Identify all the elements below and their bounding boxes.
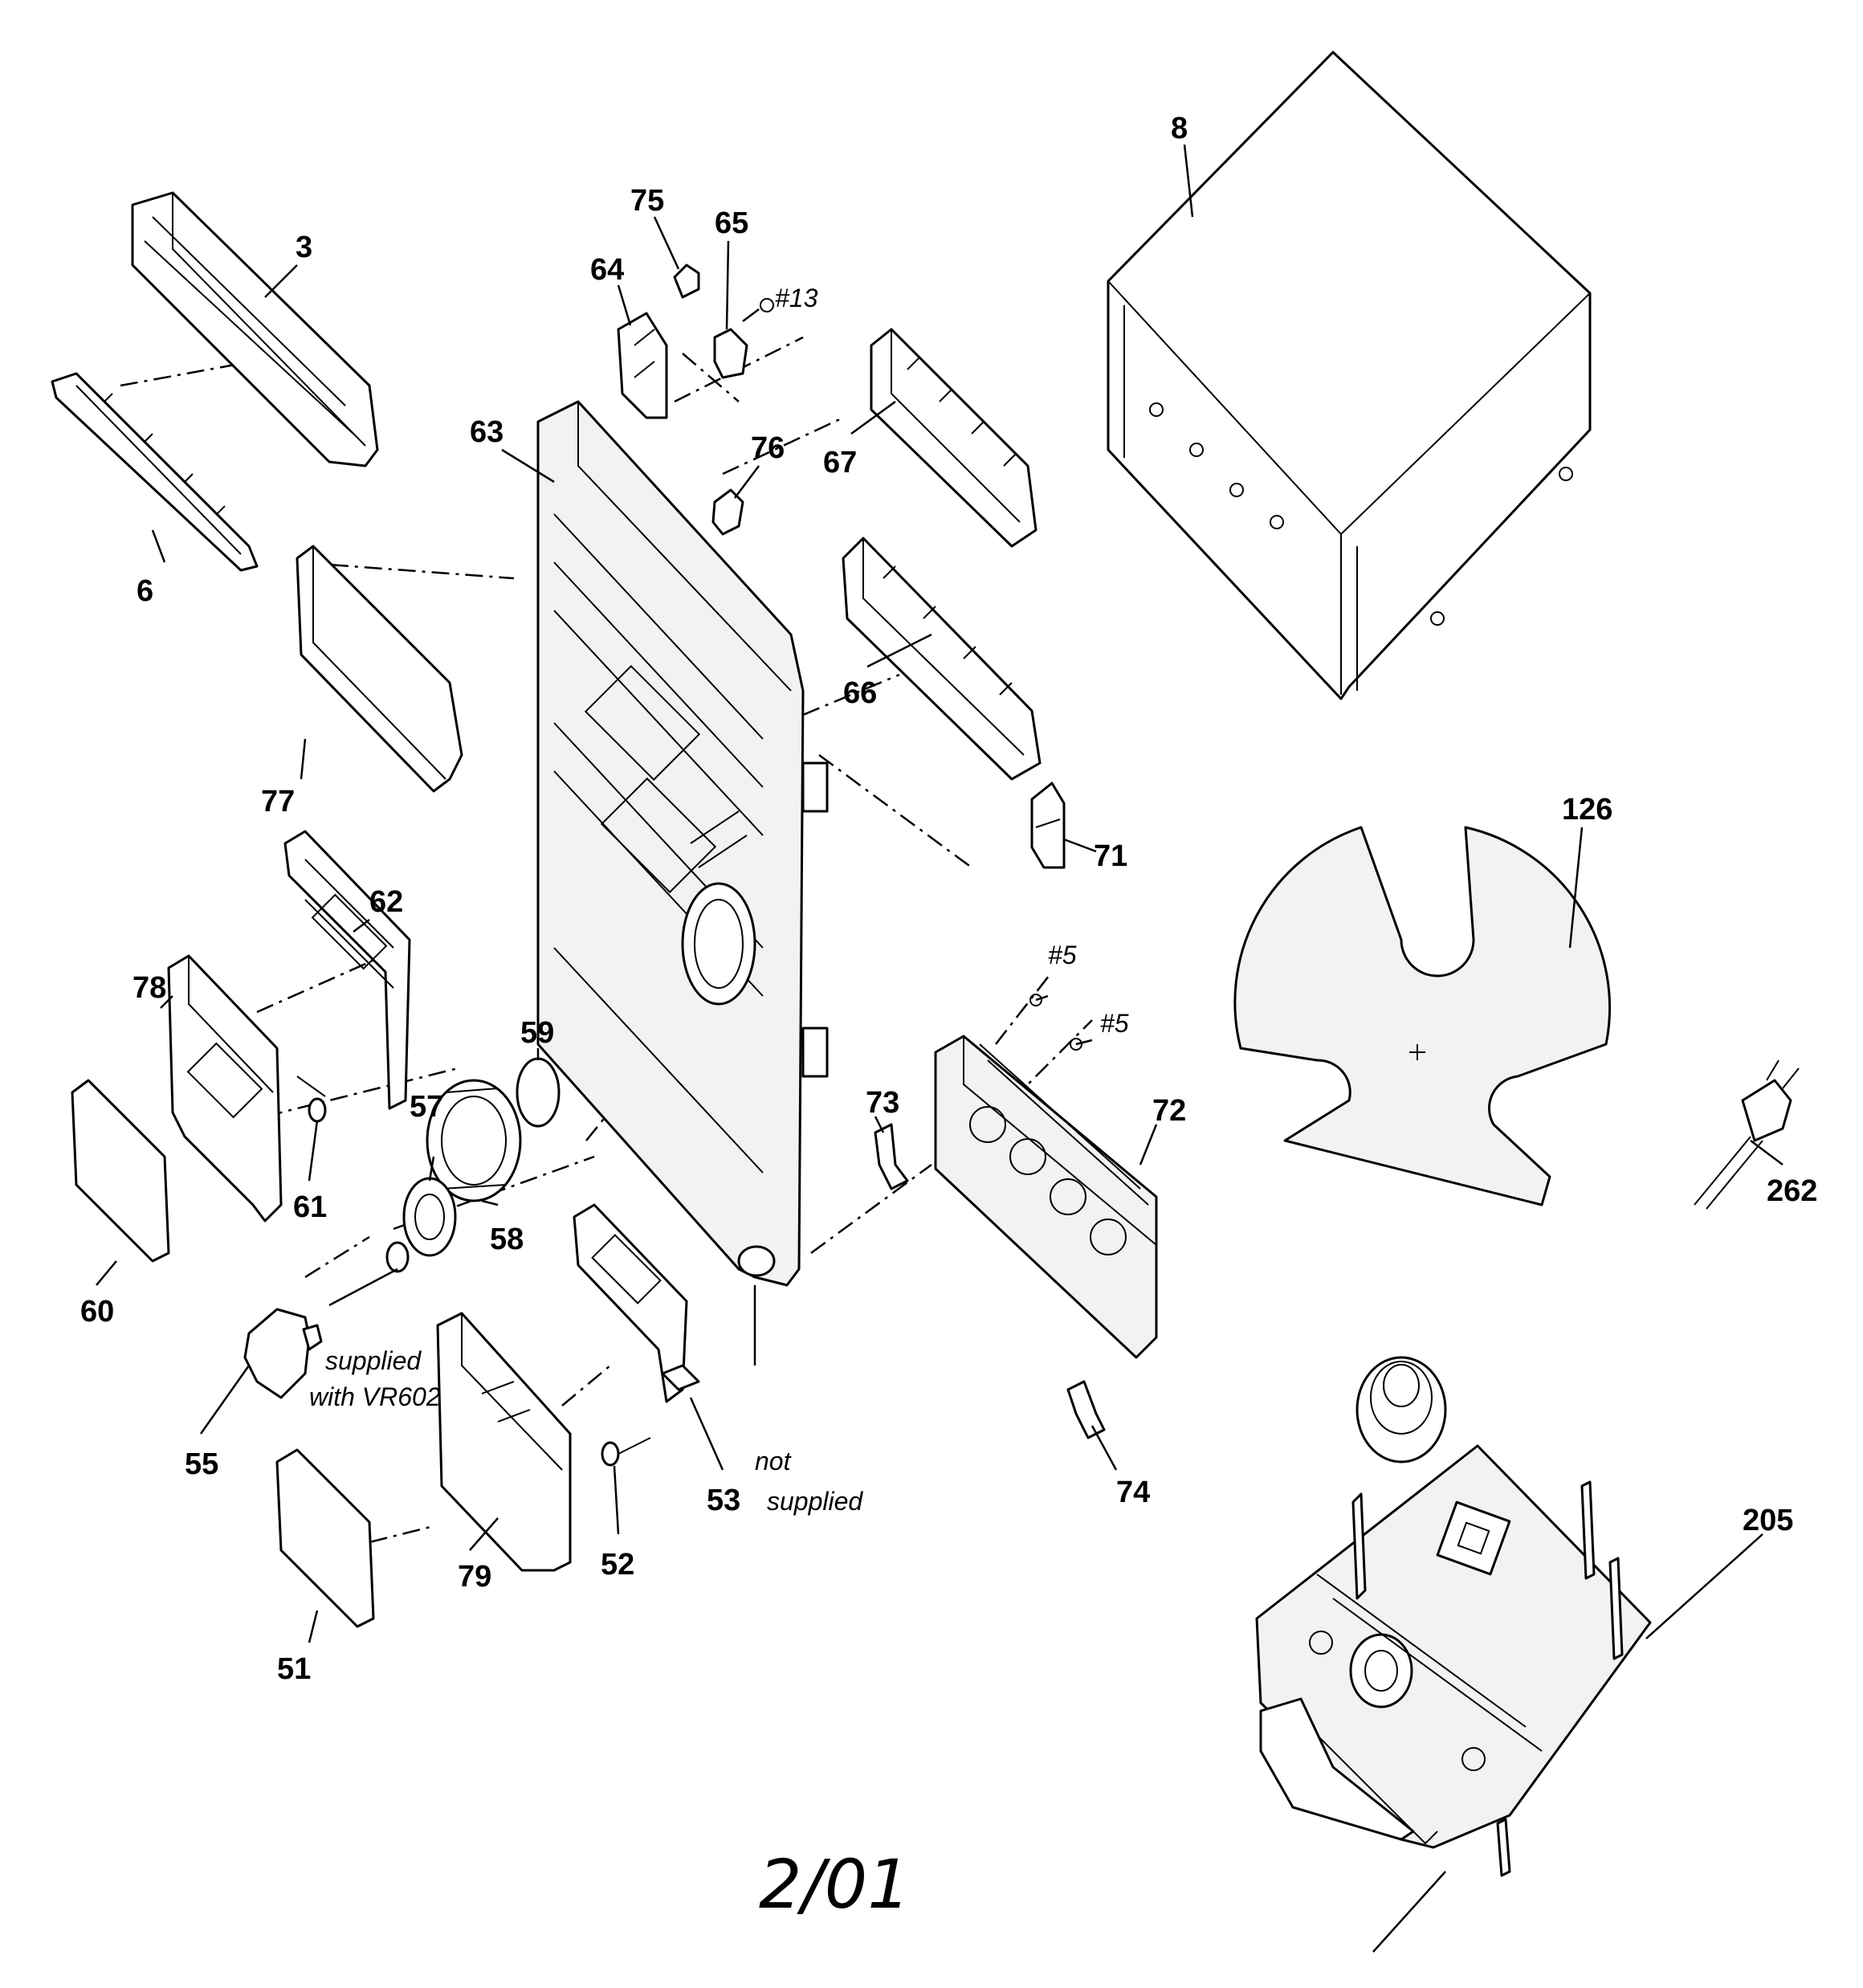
- part-59-disc: [516, 1057, 561, 1128]
- part-72-cassette-mechanism: [934, 1035, 1158, 1359]
- callout-66: 66: [843, 676, 877, 710]
- callout-53: 53: [707, 1484, 740, 1517]
- part-73-spring: [874, 1123, 909, 1190]
- callout-76: 76: [751, 431, 785, 465]
- callout-72: 72: [1152, 1094, 1186, 1128]
- part-71-small-board: [1030, 782, 1066, 869]
- callout-71: 71: [1094, 839, 1127, 873]
- part-60-rear-panel: [71, 1079, 170, 1263]
- part-62-bracket-frame: [283, 830, 411, 1110]
- callout-6: 6: [137, 574, 153, 608]
- part-126-protective-sheet: [1233, 826, 1612, 1206]
- callout-65: 65: [715, 206, 748, 240]
- note-not-supplied-line1: not: [755, 1447, 792, 1476]
- callout-73: 73: [866, 1086, 899, 1120]
- callout-79: 79: [458, 1560, 491, 1594]
- note-supplied-line1: supplied: [325, 1346, 422, 1375]
- footer-date: 2/01: [759, 1845, 911, 1924]
- part-3-display-panel: [131, 191, 379, 467]
- part-51-small-panel: [275, 1448, 375, 1628]
- callout-78: 78: [132, 971, 166, 1005]
- callout-51: 51: [277, 1652, 311, 1686]
- callout-52: 52: [601, 1548, 634, 1582]
- callout-262: 262: [1767, 1174, 1817, 1208]
- part-55-main-knob: [243, 1308, 323, 1399]
- part-57-ring: [402, 1177, 457, 1257]
- screw-references: #13 #5 #5: [775, 284, 1129, 1051]
- part-66-lower-pcb: [842, 537, 1042, 781]
- screw-5-label-lower: #5: [1100, 1009, 1129, 1038]
- part-58-knob-assembly: [426, 1079, 522, 1202]
- note-supplied-line2: with VR602: [309, 1382, 441, 1411]
- part-61-spring: [296, 1076, 327, 1123]
- callout-8: 8: [1171, 112, 1188, 145]
- part-65-switch: [713, 298, 774, 379]
- callout-58: 58: [490, 1223, 524, 1256]
- part-supplied-washer: [385, 1241, 410, 1273]
- part-79-side-panel: [436, 1312, 572, 1572]
- part-76-knob: [711, 488, 744, 536]
- callout-74: 74: [1116, 1476, 1150, 1509]
- callout-126: 126: [1562, 793, 1612, 827]
- supply-notes: supplied with VR602 not supplied: [309, 1346, 863, 1516]
- part-53-bracket: [573, 1203, 700, 1403]
- screw-13-label: #13: [775, 284, 818, 312]
- part-77-window: [296, 545, 463, 793]
- callout-55: 55: [185, 1447, 218, 1481]
- part-52-spring: [601, 1437, 651, 1467]
- callout-205: 205: [1743, 1504, 1793, 1537]
- callout-62: 62: [369, 885, 403, 919]
- part-63-front-panel: [536, 400, 829, 1287]
- part-8-top-cover: [1107, 51, 1592, 700]
- callout-3: 3: [296, 231, 312, 264]
- callout-63: 63: [470, 415, 503, 449]
- part-6-button-strip: [51, 372, 259, 572]
- callout-75: 75: [630, 184, 664, 218]
- callout-77: 77: [261, 785, 295, 818]
- callout-61: 61: [293, 1190, 327, 1224]
- part-75-knob-cap: [673, 263, 700, 299]
- callout-leader-lines: [96, 144, 1784, 1953]
- callout-64: 64: [590, 253, 624, 287]
- callout-57: 57: [410, 1090, 443, 1124]
- part-205-cd-mechanism: [1255, 1356, 1652, 1877]
- callout-numbers: 3 6 8 51 52 53 55 57 58 59 60 61 62 63 6…: [80, 112, 1817, 1686]
- part-78-side-plate: [167, 954, 283, 1223]
- callout-60: 60: [80, 1295, 114, 1329]
- part-262-power-cord: [1694, 1059, 1800, 1210]
- screw-5-label-upper: #5: [1048, 941, 1077, 970]
- part-74-spring: [1066, 1380, 1106, 1439]
- callout-67: 67: [823, 446, 857, 480]
- part-67-upper-pcb: [870, 328, 1037, 548]
- note-not-supplied-line2: supplied: [767, 1487, 863, 1516]
- callout-59: 59: [520, 1016, 554, 1050]
- part-64-bracket: [617, 312, 668, 419]
